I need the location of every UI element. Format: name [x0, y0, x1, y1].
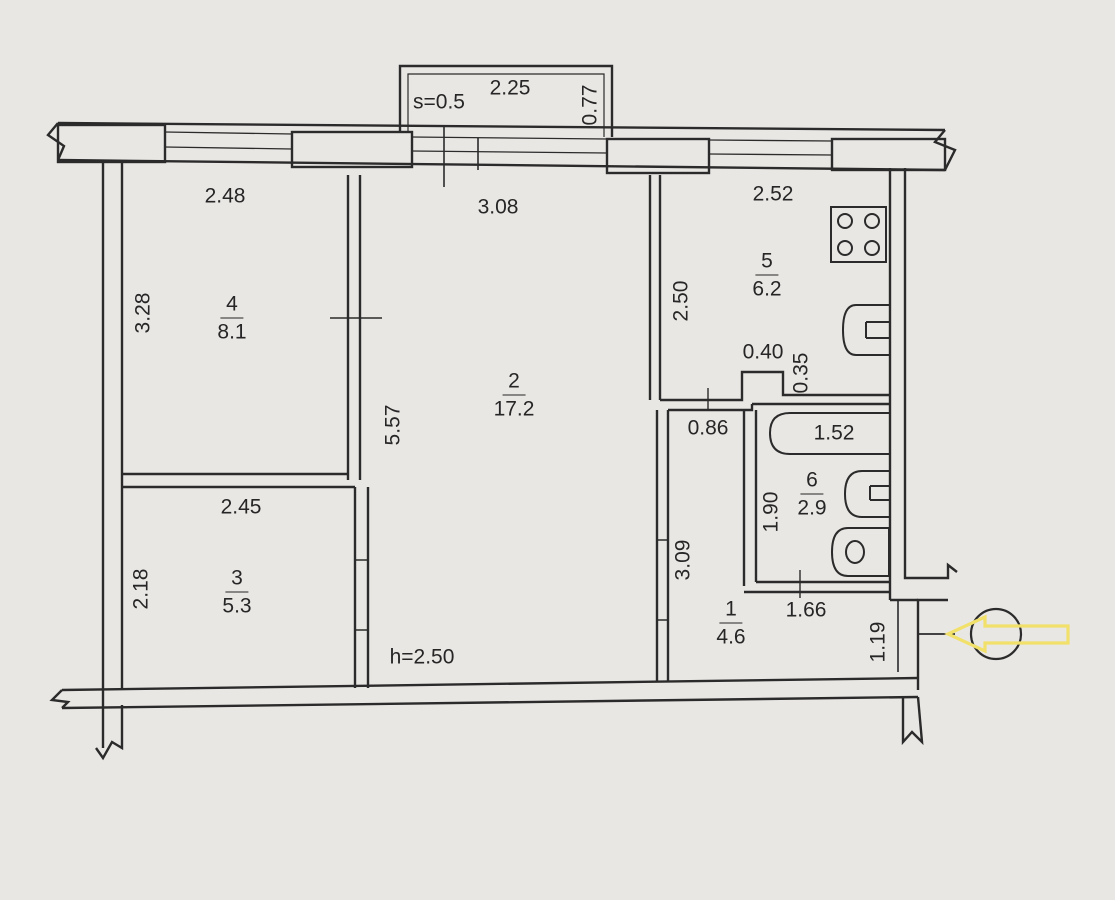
door-2-1-ticks	[657, 539, 668, 621]
room2-width-label: 3.08	[477, 195, 519, 219]
room1-height-label: 3.09	[671, 539, 695, 581]
top-wall-outer	[57, 121, 946, 132]
room-number: 3	[225, 568, 249, 593]
partition-4-3	[122, 472, 355, 489]
toilet-icon	[830, 527, 890, 577]
balcony-door-mark	[443, 125, 479, 187]
partition-3-2	[353, 487, 370, 688]
stove-icon	[830, 206, 887, 263]
bottom-wall-inner	[61, 695, 919, 710]
room4-height-label: 3.28	[131, 292, 155, 334]
balcony-inner	[407, 73, 605, 137]
door-3-2-ticks	[355, 559, 368, 631]
kitchen-sink-icon	[841, 304, 890, 356]
top-wall-inner	[57, 158, 946, 172]
room-number: 5	[755, 251, 779, 276]
bottom-wall-break-left	[49, 689, 71, 709]
room-1-label: 1 4.6	[716, 599, 745, 648]
room5-height-label: 2.50	[669, 280, 693, 322]
room-number: 2	[502, 371, 526, 396]
bath-width-label: 1.52	[813, 421, 855, 445]
room-area: 5.3	[222, 594, 252, 618]
bathroom-left-wall	[742, 410, 758, 586]
kitchen-bottom-wall	[660, 370, 890, 402]
room3-height-label: 2.18	[129, 568, 153, 610]
washbasin-icon	[843, 470, 889, 518]
partition-4-2	[346, 175, 362, 480]
room-3-label: 3 5.3	[222, 568, 251, 617]
room-5-label: 5 6.2	[752, 251, 781, 300]
room-6-label: 6 2.9	[797, 470, 826, 519]
balcony-outline	[398, 64, 614, 137]
room-area: 17.2	[493, 397, 535, 421]
bathroom-bottom-wall	[744, 580, 890, 594]
bottom-wall-outer	[61, 676, 919, 692]
niche-depth-label: 0.35	[789, 352, 813, 394]
room3-width-label: 2.45	[220, 495, 262, 519]
ceiling-height-label: h=2.50	[389, 645, 455, 669]
entrance-door	[897, 600, 919, 672]
left-wall	[101, 160, 124, 748]
room-number: 4	[220, 294, 244, 319]
bathtub-icon	[768, 412, 889, 455]
room-4-label: 4 8.1	[217, 294, 246, 343]
right-wall-outer	[903, 168, 958, 690]
pier-4	[830, 137, 947, 172]
bottom-wall-right-end	[901, 696, 924, 746]
partition-2-1	[655, 410, 670, 682]
niche-width-label: 0.40	[742, 340, 784, 364]
kitchen-bottom-wall-inner	[668, 402, 890, 412]
balcony-width-label: 2.25	[489, 76, 531, 100]
pier-3	[605, 137, 711, 175]
entrance-width-label: 1.19	[866, 621, 890, 663]
room4-width-label: 2.48	[204, 184, 246, 208]
room-area: 8.1	[217, 320, 247, 344]
bath-bottom-label: 1.66	[785, 598, 827, 622]
partition-2-5	[648, 175, 662, 400]
left-wall-bottom-break	[95, 705, 124, 761]
room-2-label: 2 17.2	[494, 371, 535, 420]
room-number: 1	[719, 599, 743, 624]
bath-height-label: 1.90	[759, 491, 783, 533]
balcony-depth-label: 0.77	[578, 84, 602, 126]
room2-height-label: 5.57	[381, 404, 405, 446]
room-number: 6	[800, 470, 824, 495]
hall-width-label: 0.86	[687, 416, 729, 440]
balcony-area-label: s=0.5	[413, 90, 465, 114]
window-3	[708, 139, 833, 156]
pier-1	[56, 123, 167, 164]
window-1	[164, 131, 293, 150]
window-2	[411, 136, 608, 154]
top-wall-break-left	[46, 122, 66, 161]
pier-2	[290, 130, 414, 169]
room-area: 6.2	[752, 277, 782, 301]
entrance-circle	[969, 607, 1023, 661]
entrance-arrow-icon	[944, 614, 1070, 654]
room5-width-label: 2.52	[752, 182, 794, 206]
room-area: 4.6	[716, 625, 746, 649]
room-area: 2.9	[797, 496, 827, 520]
